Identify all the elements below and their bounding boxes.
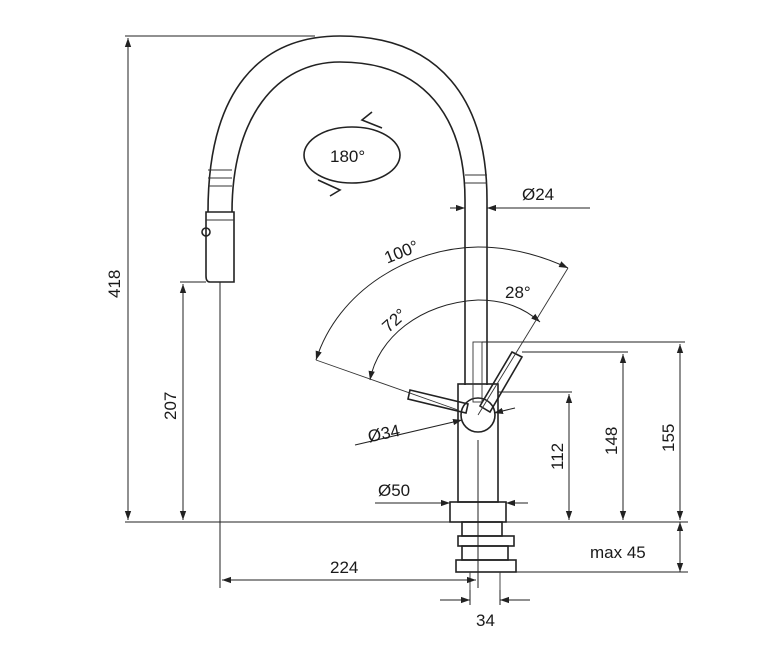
dim-lever-angles: 100° 72° 28° <box>315 237 569 416</box>
spray-head <box>205 211 235 283</box>
dim-base-diameter: Ø50 <box>375 481 528 507</box>
hole-diameter-label: 34 <box>476 611 495 630</box>
angle-right-label: 28° <box>505 283 531 302</box>
lever-hub <box>460 397 496 433</box>
angle-total-label: 100° <box>382 237 422 268</box>
height-155-label: 155 <box>659 424 678 452</box>
height-148-label: 148 <box>602 427 621 455</box>
lever-height-label: 112 <box>548 443 567 470</box>
mount-ring <box>461 521 503 537</box>
lever-diameter-label: Ø34 <box>366 421 401 446</box>
spout-diameter-label: Ø24 <box>522 185 554 204</box>
rotation-label: 180° <box>330 147 365 166</box>
dim-155-height: 155 <box>482 341 685 520</box>
reach-label: 224 <box>330 558 358 577</box>
mount-plate <box>455 559 517 573</box>
spout-outer <box>207 35 488 213</box>
dim-spout-diameter: Ø24 <box>450 185 590 212</box>
rotation-symbol: 180° <box>303 111 401 197</box>
dim-spray-height: 207 <box>161 281 206 520</box>
lever-handle-left <box>407 389 469 414</box>
mount-nut <box>461 545 509 561</box>
dim-lever-height: 112 <box>498 391 573 520</box>
base-diameter-label: Ø50 <box>378 481 410 500</box>
max-thickness-label: max 45 <box>590 543 646 562</box>
spray-button <box>201 227 211 237</box>
spout-inner <box>231 61 466 213</box>
dim-max-thickness: max 45 <box>590 522 684 572</box>
dim-hole-diameter: 34 <box>440 590 530 630</box>
total-height-label: 418 <box>105 270 124 298</box>
mount-washer <box>457 535 515 547</box>
dim-reach: 224 <box>219 282 479 588</box>
angle-left-label: 72° <box>378 305 410 336</box>
dim-total-height: 418 <box>105 35 315 520</box>
lever-handle-up <box>472 341 483 403</box>
dim-148-height: 148 <box>522 351 628 520</box>
spray-height-label: 207 <box>161 392 180 420</box>
